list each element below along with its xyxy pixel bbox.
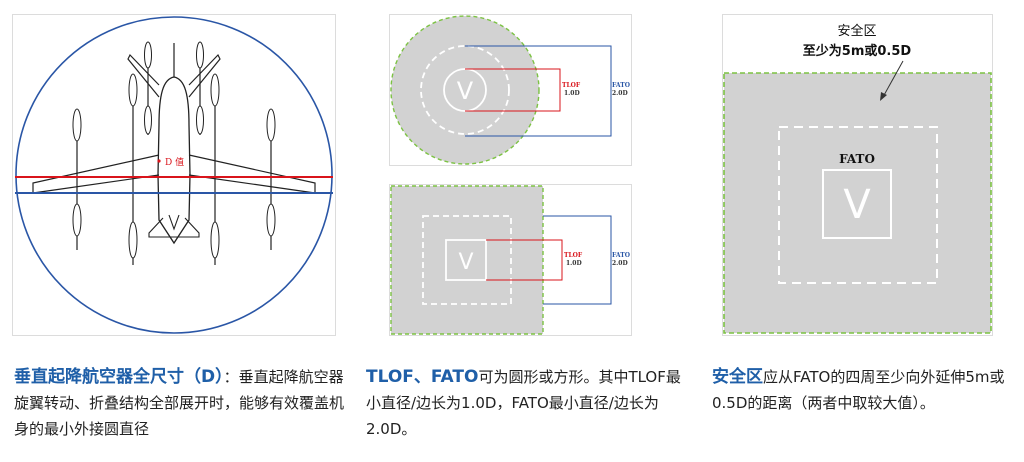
pad-letter: V xyxy=(458,250,473,275)
tail xyxy=(148,214,200,238)
leader-line xyxy=(882,60,904,98)
aircraft-diagram: D 值 xyxy=(15,16,333,334)
tlof-dimension-line xyxy=(465,68,561,112)
tlof-square xyxy=(822,169,892,239)
tlof-value: 1.0D xyxy=(566,260,582,267)
fato-label: FATO xyxy=(612,252,630,259)
aircraft-diagram-panel: D 值 xyxy=(12,14,336,336)
safety-zone-dimension: 至少为5m或0.5D xyxy=(803,43,912,59)
d-value-label: D 值 xyxy=(165,156,184,168)
fato-dimension-line xyxy=(465,45,612,137)
pad-letter: V xyxy=(457,77,474,105)
fato-circle xyxy=(390,15,540,165)
tlof-dimension-line xyxy=(486,239,563,281)
tlof-square xyxy=(445,239,487,281)
fato-value: 2.0D xyxy=(612,90,628,97)
circular-fato-diagram: V TLOF 1.0D FATO 2.0D xyxy=(390,15,630,165)
main-wing xyxy=(32,154,316,194)
caption-d-size-body: ：垂直起降航空器旋翼转动、折叠结构全部展开时，能够有效覆盖机身的最小外接圆直径 xyxy=(14,368,345,438)
fato-label: FATO xyxy=(612,82,630,89)
caption-tlof-fato-body: 可为圆形或方形。其中TLOF最小直径/边长为1.0D，FATO最小直径/边长为2… xyxy=(366,368,681,438)
leader-arrowhead xyxy=(880,92,887,101)
tlof-label: TLOF xyxy=(564,252,583,259)
safety-zone-area xyxy=(723,72,992,334)
tlof-label: TLOF xyxy=(562,82,581,89)
safety-dashed-circle xyxy=(420,45,510,135)
fato-value: 2.0D xyxy=(612,260,628,267)
safety-zone-panel: V FATO 安全区 至少为5m或0.5D xyxy=(722,14,993,336)
fato-dimension-line xyxy=(543,215,612,305)
bounding-circle xyxy=(15,16,333,334)
square-fato-diagram: V TLOF 1.0D FATO 2.0D xyxy=(390,185,630,335)
caption-safety-zone-title: 安全区 xyxy=(712,367,763,387)
fato-dashed-square xyxy=(778,126,938,284)
pad-letter: V xyxy=(843,182,871,228)
fuselage xyxy=(157,76,191,245)
caption-safety-zone-body: 应从FATO的四周至少向外延伸5m或0.5D的距离（两者中取较大值）。 xyxy=(712,368,1005,412)
d-marker-dot xyxy=(157,159,161,163)
caption-safety-zone: 安全区应从FATO的四周至少向外延伸5m或0.5D的距离（两者中取较大值）。 xyxy=(712,364,1020,416)
caption-d-size: 垂直起降航空器全尺寸（D）：垂直起降航空器旋翼转动、折叠结构全部展开时，能够有效… xyxy=(14,364,344,442)
caption-tlof-fato: TLOF、FATO可为圆形或方形。其中TLOF最小直径/边长为1.0D，FATO… xyxy=(366,364,686,442)
square-tlof-fato-panel: V TLOF 1.0D FATO 2.0D xyxy=(389,184,632,336)
canard xyxy=(127,53,221,98)
safety-zone-diagram: V FATO 安全区 至少为5m或0.5D xyxy=(723,23,992,334)
safety-dashed-square xyxy=(422,215,512,305)
fato-label: FATO xyxy=(839,152,875,166)
tlof-value: 1.0D xyxy=(564,90,580,97)
caption-tlof-fato-title: TLOF、FATO xyxy=(366,367,479,387)
caption-d-size-title: 垂直起降航空器全尺寸（D） xyxy=(14,367,224,387)
safety-zone-label: 安全区 xyxy=(837,23,876,39)
rotor-blades xyxy=(72,41,276,259)
rotor-booms xyxy=(76,45,272,265)
fato-square xyxy=(390,185,544,335)
circular-tlof-fato-panel: V TLOF 1.0D FATO 2.0D xyxy=(389,14,632,166)
